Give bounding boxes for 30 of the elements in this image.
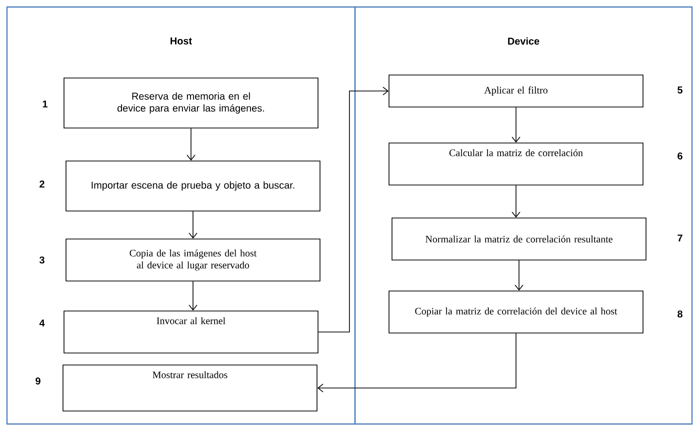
- arrow: [317, 333, 516, 392]
- arrow: [186, 128, 196, 161]
- arrow: [512, 185, 520, 218]
- step-number: 9: [36, 377, 40, 385]
- process-box: Normalizar la matriz de correlación resultante: [392, 218, 646, 260]
- process-box: Calcular la matriz de correlación: [388, 142, 644, 186]
- arrow: [318, 86, 389, 332]
- step-number: 8: [678, 310, 682, 318]
- step-number: 1: [42, 100, 48, 108]
- process-box: Copia de las imágenes del host al device al lugar reservado: [66, 238, 320, 282]
- arrow: [512, 107, 520, 143]
- step-number: 6: [678, 152, 682, 160]
- lane: [6, 6, 356, 425]
- process-box: Copiar la matriz de correlación del device al host: [388, 290, 644, 334]
- lane-title: Host: [170, 38, 192, 44]
- process-box: Reserva de memoria en el device para enviar las imágenes.: [64, 78, 318, 128]
- arrow: [514, 260, 524, 291]
- process-box: Invocar al kernel: [64, 310, 318, 354]
- lane: [354, 6, 693, 425]
- process-box: Mostrar resultados: [62, 364, 318, 412]
- process-box: Aplicar el filtro: [388, 74, 644, 108]
- step-number: 2: [40, 180, 44, 188]
- arrow: [188, 281, 198, 311]
- arrow: [188, 211, 198, 239]
- lane-title: Device: [508, 37, 540, 45]
- step-number: 3: [39, 256, 44, 264]
- step-number: 4: [39, 320, 45, 326]
- process-box: Importar escena de prueba y objeto a buscar.: [66, 160, 320, 212]
- step-number: 5: [678, 86, 682, 94]
- step-number: 7: [678, 234, 682, 242]
